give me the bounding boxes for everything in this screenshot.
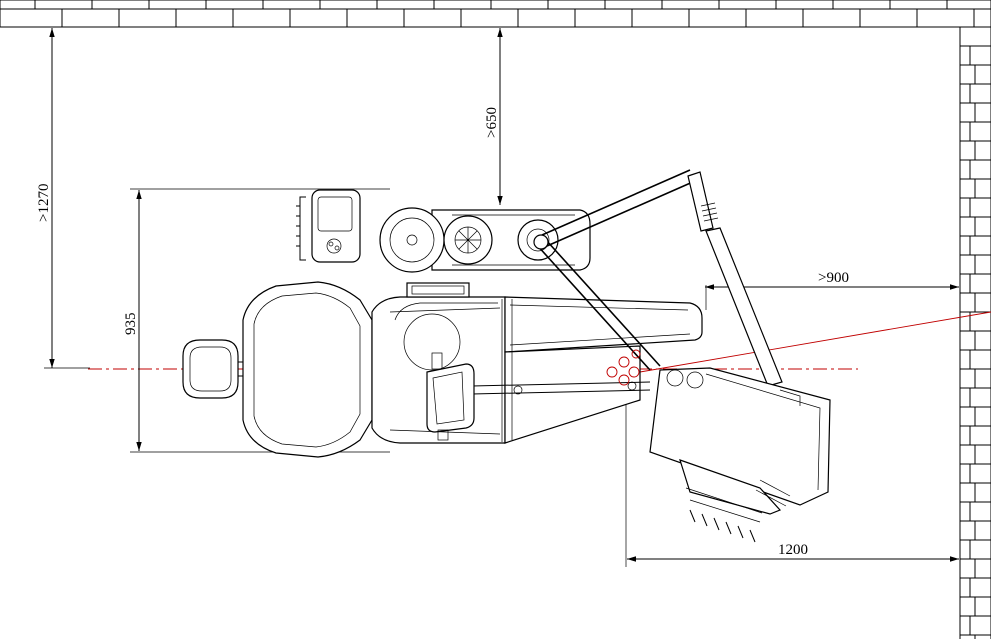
light-arm [533, 169, 696, 371]
dim-label-chair-width: 935 [123, 313, 139, 336]
dim-label-top-clearance: >650 [484, 107, 500, 138]
instrument-tray [649, 367, 831, 543]
dimension-side-clearance: >900 [705, 270, 959, 310]
dimension-chair-width: 935 [123, 188, 390, 453]
dim-label-side-clearance: >900 [818, 270, 849, 286]
dim-label-unit-depth: 1200 [778, 542, 808, 558]
leg-rest [501, 296, 703, 444]
spittoon-unit [379, 207, 591, 273]
foot-control [296, 189, 361, 263]
dimension-unit-depth: 1200 [625, 392, 959, 567]
backrest [242, 281, 373, 458]
operating-light [687, 171, 783, 387]
dimension-left-clearance: >1270 [36, 28, 90, 369]
assistant-holder [426, 352, 475, 441]
assistant-arm [471, 381, 651, 395]
dimension-top-clearance: >650 [484, 28, 503, 205]
top-wall [0, 0, 991, 28]
working-area-marks [606, 349, 641, 386]
dim-label-left-clearance: >1270 [36, 184, 52, 222]
headrest [182, 339, 246, 399]
seat-armrest [406, 282, 470, 298]
light-beam-line [639, 311, 991, 373]
right-wall [959, 27, 991, 639]
